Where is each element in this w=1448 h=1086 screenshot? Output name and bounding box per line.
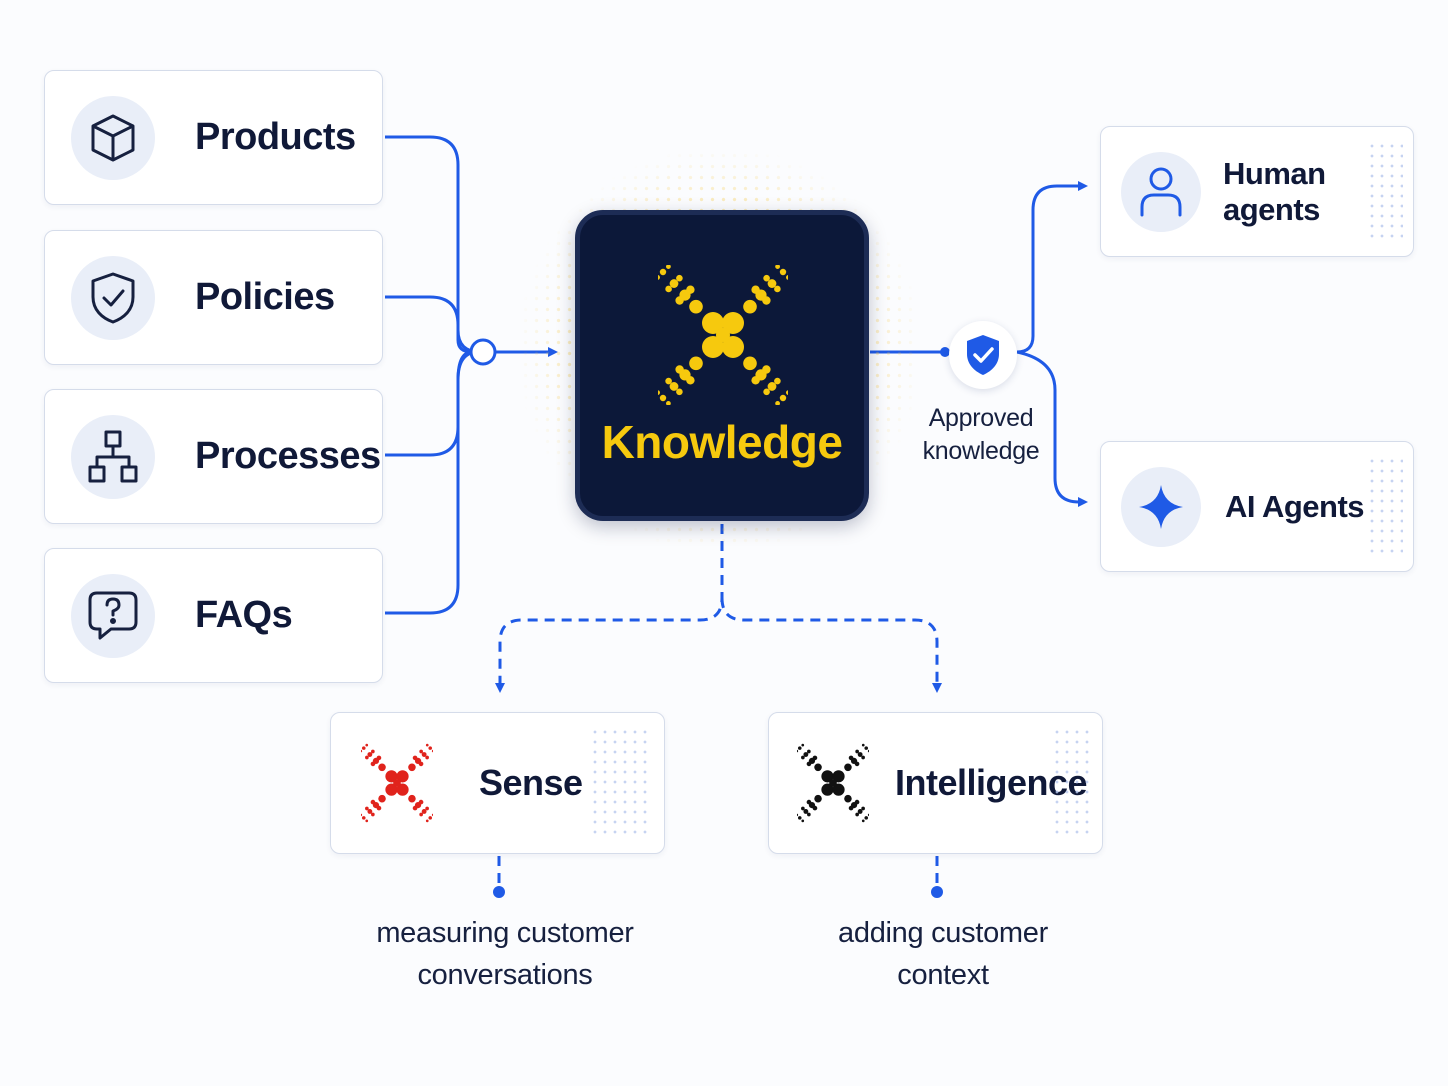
intelligence-caption-line-2: context [897, 959, 989, 991]
source-card-policies[interactable]: Policies [44, 230, 383, 365]
decorative-dots [590, 727, 650, 837]
source-card-products[interactable]: Products [44, 70, 383, 205]
hierarchy-icon [71, 414, 155, 499]
output-card-ai-agents[interactable]: AI Agents [1100, 441, 1414, 572]
intelligence-logo-icon [797, 743, 869, 823]
knowledge-logo-icon [658, 265, 788, 405]
connector-to-sense [495, 524, 724, 693]
merge-node [469, 338, 497, 366]
shield-check-badge-icon [949, 321, 1017, 389]
intelligence-caption-node [931, 886, 943, 898]
sense-caption-line-1: measuring customer [376, 917, 634, 949]
output-card-human-agents[interactable]: Human agents [1100, 126, 1414, 257]
sense-caption-line-2: conversations [417, 959, 593, 991]
decorative-dots [1052, 727, 1092, 837]
knowledge-label: Knowledge [601, 416, 843, 468]
source-label: Policies [195, 276, 335, 318]
connector-faqs [385, 350, 479, 615]
sparkle-icon [1121, 466, 1201, 547]
source-label: Products [195, 116, 356, 158]
connector-to-intelligence [720, 597, 942, 693]
intelligence-caption-line-1: adding customer [838, 917, 1048, 949]
intelligence-caption: adding customer context [780, 912, 1106, 996]
knowledge-hub[interactable]: Knowledge [575, 210, 869, 521]
output-node [940, 347, 950, 357]
approved-knowledge-label: Approved knowledge [915, 402, 1047, 468]
output-label: Human agents [1223, 155, 1326, 227]
source-card-faqs[interactable]: FAQs [44, 548, 383, 683]
question-chat-icon [71, 573, 155, 658]
connector-policies [385, 295, 473, 354]
person-icon [1121, 151, 1201, 232]
sense-caption: measuring customer conversations [340, 912, 670, 996]
approved-line-2: knowledge [922, 437, 1040, 465]
decorative-dots [1367, 141, 1403, 241]
shield-check-icon [71, 255, 155, 340]
connector-to-ai-agents [1016, 350, 1088, 507]
bottom-label: Sense [479, 762, 583, 803]
sense-caption-node [493, 886, 505, 898]
connector-products [385, 135, 481, 354]
source-card-processes[interactable]: Processes [44, 389, 383, 524]
bottom-card-sense[interactable]: Sense [330, 712, 665, 854]
output-label: AI Agents [1225, 488, 1365, 524]
bottom-card-intelligence[interactable]: Intelligence [768, 712, 1103, 854]
decorative-dots [1367, 456, 1403, 556]
source-label: Processes [195, 435, 381, 477]
cube-icon [71, 95, 155, 180]
approved-line-1: Approved [928, 404, 1034, 432]
sense-logo-icon [361, 743, 433, 823]
connector-to-human-agents [1016, 181, 1088, 354]
source-label: FAQs [195, 594, 293, 636]
